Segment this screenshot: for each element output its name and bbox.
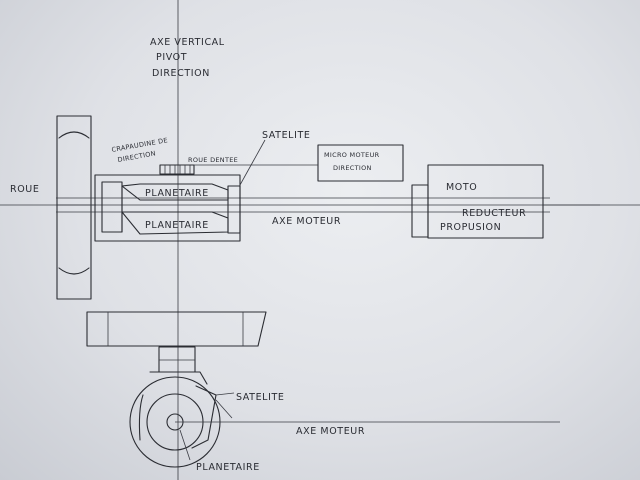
label-planetaire-upper: PLANETAIRE (145, 188, 209, 199)
wheel-side-view (56, 115, 96, 300)
label-reducteur: REDUCTEUR (462, 208, 526, 219)
label-planetaire-bottom: PLANETAIRE (196, 462, 260, 473)
micro-motor-box (194, 144, 404, 182)
label-planetaire-lower: PLANETAIRE (145, 220, 209, 231)
label-micro-moteur-2: DIRECTION (333, 164, 372, 172)
label-axe-moteur-bottom: AXE MOTEUR (296, 426, 365, 437)
crapaudine-teeth (159, 164, 195, 175)
label-satelite-top: SATELITE (262, 130, 310, 141)
label-satelite-bottom: SATELITE (236, 392, 284, 403)
differential-housing (94, 139, 266, 242)
label-micro-moteur-1: MICRO MOTEUR (324, 151, 380, 159)
label-direction-top: DIRECTION (152, 68, 210, 79)
satelite-gear-cone (191, 385, 217, 449)
label-pivot: PIVOT (156, 52, 187, 63)
label-roue: ROUE (10, 184, 39, 195)
label-axe-moteur-top: AXE MOTEUR (272, 216, 341, 227)
motor-reducer-box (411, 164, 600, 239)
label-axe-vertical: AXE VERTICAL (150, 37, 225, 48)
label-moto: MOTO (446, 182, 477, 193)
satelite-leader-line (239, 139, 266, 186)
label-propulsion: PROPUSION (440, 222, 501, 233)
label-roue-dentee: ROUE DENTEE (188, 156, 238, 164)
differential-front-view (129, 346, 560, 468)
wheel-top-view (86, 311, 267, 347)
